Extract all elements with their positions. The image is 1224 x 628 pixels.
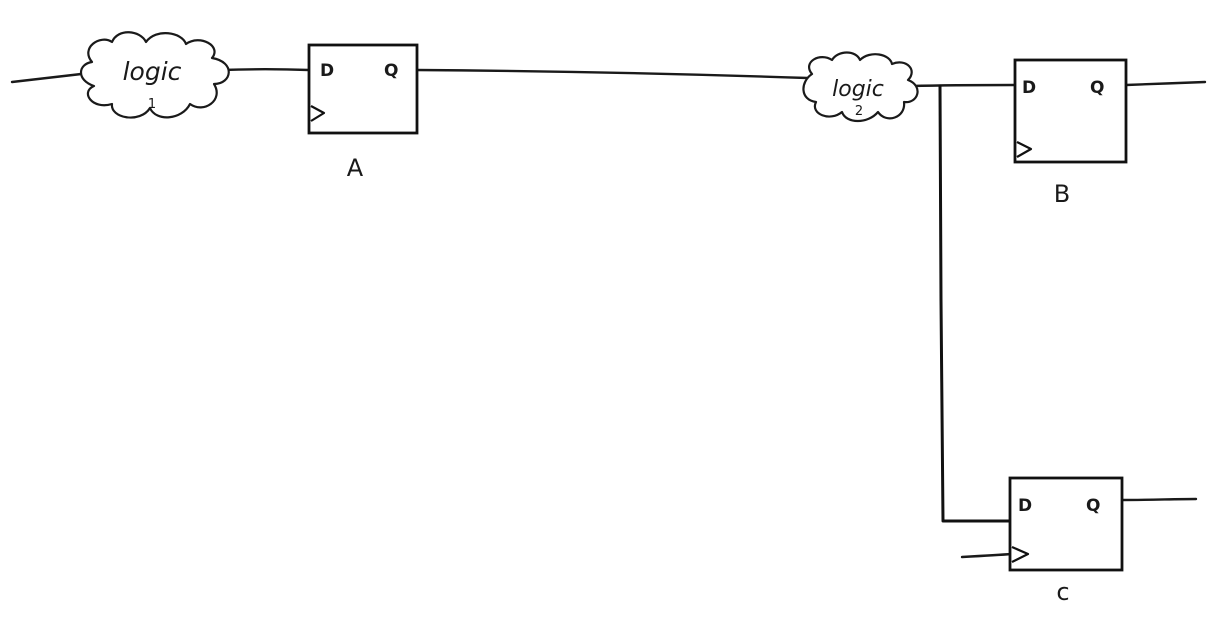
flip-flop-a: D Q A: [307, 43, 419, 182]
wire-logic2-to-ff-b: [910, 83, 1017, 88]
ff-c-clock-wire: [960, 552, 1014, 559]
cloud-shape: [802, 51, 919, 123]
flip-flop-a-box: [307, 43, 419, 135]
flip-flop-b: D Q B: [1013, 58, 1128, 208]
input-wire: [10, 71, 92, 84]
flip-flop-a-q-pin: Q: [384, 61, 398, 81]
flip-flop-c-d-pin: D: [1018, 496, 1032, 516]
flip-flop-a-d-pin: D: [320, 61, 334, 81]
flip-flop-b-d-pin: D: [1022, 78, 1036, 98]
logic-1-subscript: 1: [148, 97, 156, 112]
logic-1-label: logic: [123, 57, 182, 86]
flip-flop-c-label: c: [1056, 578, 1069, 606]
cloud-shape: [79, 31, 230, 119]
ff-b-output-wire: [1124, 80, 1207, 87]
flip-flop-c-clock-triangle: [1011, 545, 1030, 563]
flip-flop-c-q-pin: Q: [1086, 496, 1100, 516]
flip-flop-c: D Q c: [1008, 476, 1124, 606]
flip-flop-c-box: [1008, 476, 1124, 572]
logic-cloud-1: logic 1: [79, 31, 230, 119]
wire-logic1-to-ff-a: [220, 68, 311, 72]
wire-ff-a-to-logic2: [414, 68, 810, 80]
flip-flop-a-clock-triangle: [310, 105, 326, 122]
logic-2-label: logic: [832, 77, 884, 102]
flip-flop-b-clock-triangle: [1016, 141, 1033, 158]
flip-flop-b-q-pin: Q: [1090, 78, 1104, 98]
ff-c-output-wire: [1120, 497, 1198, 502]
flip-flop-a-label: A: [347, 154, 364, 182]
logic-cloud-2: logic 2: [802, 51, 919, 123]
flip-flop-b-label: B: [1054, 180, 1070, 208]
logic-2-subscript: 2: [855, 104, 863, 119]
flip-flop-b-box: [1013, 58, 1128, 164]
branch-wire-to-ff-c: [938, 84, 1012, 523]
